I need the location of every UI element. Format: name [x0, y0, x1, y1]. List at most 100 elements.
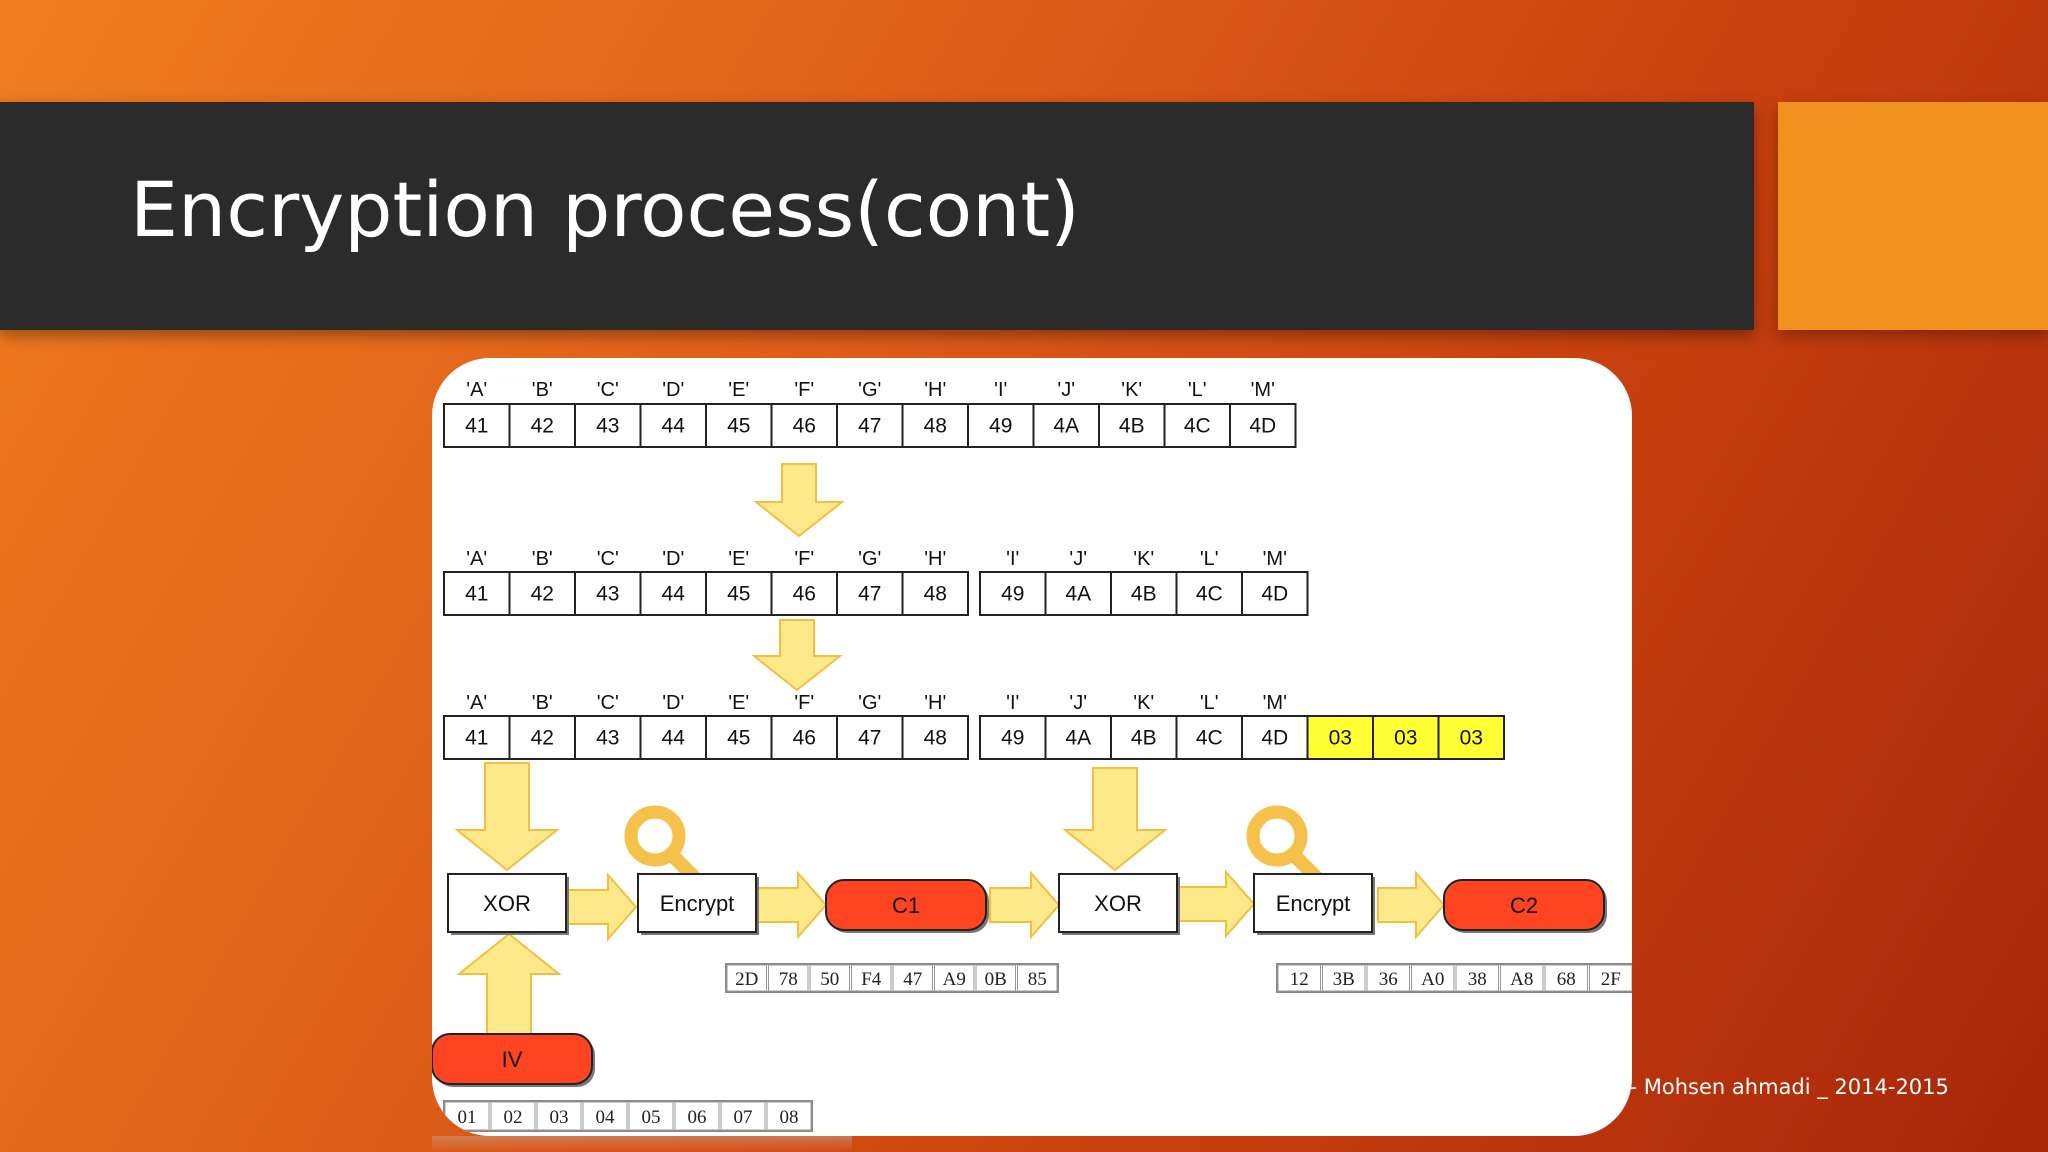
row2-block1-value: 44 — [662, 583, 686, 606]
row1-value: 43 — [596, 415, 619, 438]
row1-cell — [901, 403, 969, 448]
c2-bytes-value: A0 — [1421, 969, 1444, 990]
c2-bytes-cell — [1411, 964, 1455, 992]
c2-bytes-cell — [1455, 964, 1499, 992]
row3-block1-label: 'D' — [662, 692, 684, 714]
row1-label: 'C' — [597, 379, 619, 401]
row3-block1-value: 45 — [727, 727, 750, 750]
xor-box-1 — [447, 873, 567, 933]
row1-cell — [508, 403, 576, 448]
c1-to-xor2-arrow — [989, 870, 1061, 940]
row3-padding-value: 03 — [1329, 727, 1352, 750]
c1-bytes-cell — [768, 964, 809, 992]
row3-block1-value: 41 — [465, 727, 488, 750]
row1-value: 47 — [858, 415, 881, 438]
iv-bytes-value: 06 — [688, 1107, 707, 1128]
c1-box — [825, 879, 987, 931]
iv-bytes-value: 03 — [550, 1107, 569, 1128]
row2-block2-label: 'L' — [1200, 548, 1219, 570]
cbc-encryption-diagram: 'A'41'B'42'C'43'D'44'E'45'F'46'G'47'H'48… — [432, 379, 1632, 1132]
row1-value: 4B — [1119, 415, 1145, 438]
row2-block1-label: 'H' — [924, 548, 946, 570]
row3-block1-label: 'H' — [924, 692, 946, 714]
row1-label: 'D' — [662, 379, 684, 401]
row3-block2-value: 4A — [1065, 727, 1091, 750]
c1-bytes-value: 0B — [985, 969, 1007, 990]
row1-label: 'L' — [1188, 379, 1207, 401]
row2-block1-value: 46 — [793, 583, 816, 606]
key-icon — [1246, 805, 1308, 867]
row3-block1-cell — [574, 715, 642, 760]
block2-to-xor-arrow — [1062, 767, 1168, 872]
row1-cell — [1098, 403, 1166, 448]
row2-block1-cell — [639, 571, 707, 616]
row3-block2-label: 'I' — [1006, 692, 1019, 714]
title-bar — [0, 102, 1754, 330]
xor2-to-encrypt-arrow — [1177, 869, 1256, 939]
row3-block2-label: 'M' — [1263, 692, 1287, 714]
row1-value: 41 — [465, 415, 488, 438]
row3-padding-cell — [1437, 715, 1505, 760]
row2-block2-value: 4C — [1196, 583, 1223, 606]
iv-bytes-value: 05 — [642, 1107, 661, 1128]
row3-block1-value: 43 — [596, 727, 619, 750]
c1-bytes-cell — [975, 964, 1016, 992]
row2-block2-cell — [1175, 571, 1243, 616]
row1-value: 4A — [1053, 415, 1079, 438]
row3-block1-label: 'C' — [597, 692, 619, 714]
row2-block2-value: 49 — [1001, 583, 1024, 606]
row1-cell — [1163, 403, 1231, 448]
row2-block2-label: 'J' — [1069, 548, 1087, 570]
c2-bytes-value: 3B — [1333, 969, 1355, 990]
iv-box — [432, 1033, 593, 1085]
row2-block2-label: 'M' — [1263, 548, 1287, 570]
pad-arrow — [751, 619, 843, 692]
row2-block1-label: 'B' — [532, 548, 553, 570]
row3-block2-cell — [979, 715, 1047, 760]
row3-block1-label: 'G' — [858, 692, 881, 714]
row2-block1-cell — [770, 571, 838, 616]
row1-cell — [639, 403, 707, 448]
c1-bytes-cell — [934, 964, 975, 992]
c1-bytes-value: A9 — [943, 969, 966, 990]
xor-box-1-label: XOR — [483, 891, 531, 916]
c2-bytes-cell — [1322, 964, 1366, 992]
row1-label: 'E' — [728, 379, 749, 401]
iv-bytes-value: 08 — [780, 1107, 799, 1128]
c2-bytes-value: 2F — [1601, 969, 1621, 990]
c2-bytes-cell — [1544, 964, 1588, 992]
row2-block1-value: 48 — [924, 583, 947, 606]
row1-value: 46 — [793, 415, 816, 438]
c1-bytes-value: 2D — [735, 969, 758, 990]
row1-cell — [770, 403, 838, 448]
c1-bytes-value: F4 — [861, 969, 882, 990]
row1-cell — [705, 403, 773, 448]
iv-bytes-cell — [536, 1101, 582, 1131]
row2-block2-cell — [979, 571, 1047, 616]
iv-bytes-value: 04 — [596, 1107, 616, 1128]
row3-block2-cell — [1110, 715, 1178, 760]
split-arrow — [753, 463, 845, 538]
row1-value: 49 — [989, 415, 1012, 438]
row1-label: 'H' — [924, 379, 946, 401]
row2-block2-label: 'I' — [1006, 548, 1019, 570]
row1-value: 4C — [1184, 415, 1211, 438]
row2-block1-value: 45 — [727, 583, 750, 606]
row3-block1-label: 'E' — [728, 692, 749, 714]
row2-block2-cell — [1241, 571, 1309, 616]
row1-label: 'K' — [1121, 379, 1142, 401]
c1-box-label: C1 — [892, 893, 920, 918]
row2-block1-cell — [443, 571, 511, 616]
row3-block1-label: 'B' — [532, 692, 553, 714]
row3-block1-value: 48 — [924, 727, 947, 750]
xor-box-2 — [1058, 873, 1178, 933]
c1-bytes-cell — [1017, 964, 1058, 992]
row1-cell — [443, 403, 511, 448]
row1-value: 45 — [727, 415, 750, 438]
row3-block2-value: 4D — [1261, 727, 1288, 750]
row2-block1-label: 'D' — [662, 548, 684, 570]
row3-block2-value: 4B — [1131, 727, 1157, 750]
row3-padding-value: 03 — [1460, 727, 1483, 750]
encrypt2-to-c2-arrow — [1377, 870, 1446, 940]
iv-bytes-value: 02 — [504, 1107, 523, 1128]
